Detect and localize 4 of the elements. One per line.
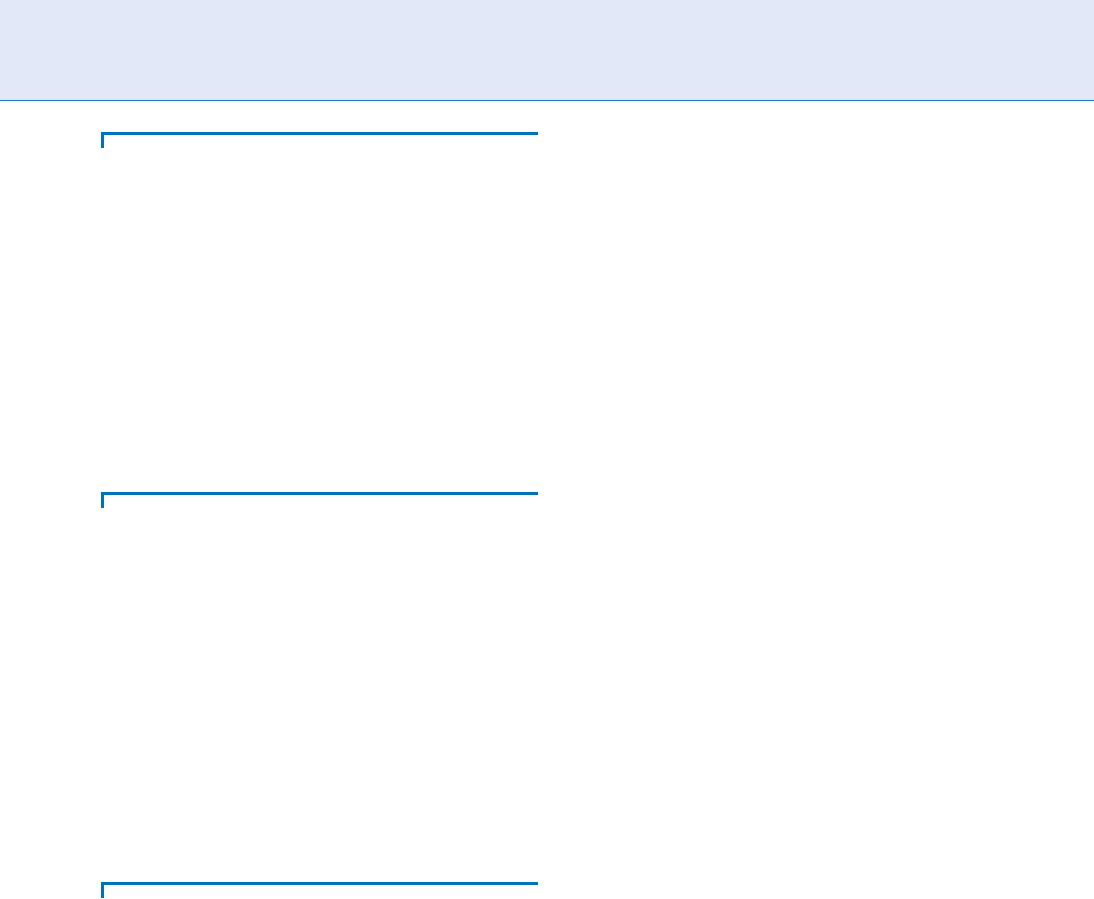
section-rule [101, 132, 538, 148]
section-rule [101, 492, 538, 508]
header-band [0, 0, 1094, 101]
section-rule [101, 882, 538, 898]
